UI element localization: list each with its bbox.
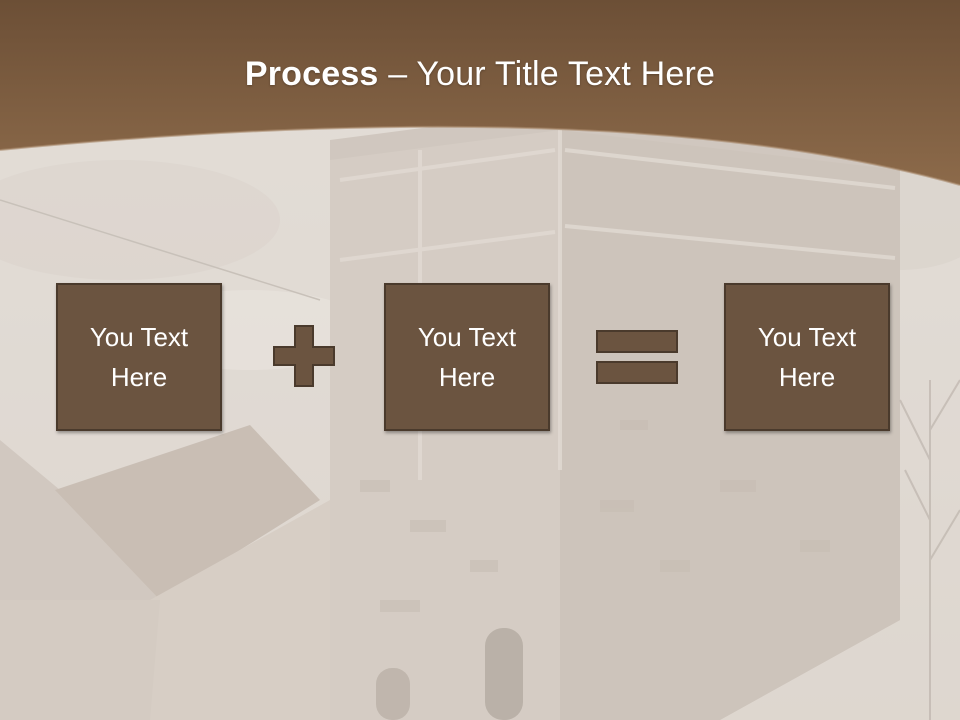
title-rest: – Your Title Text Here — [378, 55, 716, 93]
slide-title: Process – Your Title Text Here — [0, 50, 960, 98]
process-box-2[interactable]: You Text Here — [384, 283, 550, 431]
process-box-3[interactable]: You Text Here — [724, 283, 890, 431]
equals-icon — [596, 330, 678, 384]
process-box-3-text: You Text Here — [757, 322, 857, 392]
process-box-1-text: You Text Here — [89, 322, 189, 392]
process-box-2-text: You Text Here — [417, 322, 517, 392]
plus-icon — [273, 325, 335, 387]
title-bold: Process — [244, 55, 379, 93]
process-box-1[interactable]: You Text Here — [56, 283, 222, 431]
